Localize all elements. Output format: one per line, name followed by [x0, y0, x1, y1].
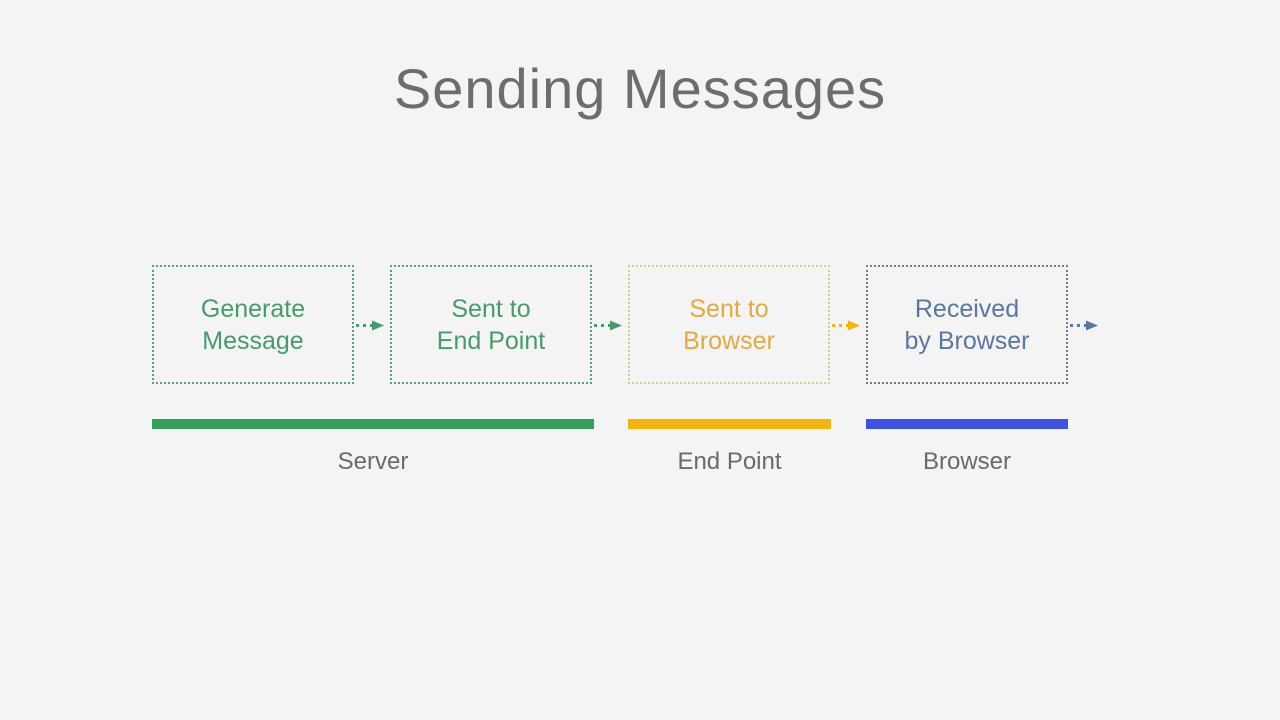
- server-lane-bar: [152, 419, 594, 429]
- flow-arrow-icon: [1070, 320, 1098, 331]
- step-generate-message: Generate Message: [152, 265, 354, 384]
- flow-arrow-icon: [832, 320, 860, 331]
- step-received-by-browser: Received by Browser: [866, 265, 1068, 384]
- end-point-lane-label: End Point: [677, 448, 782, 475]
- step-sent-to-browser: Sent to Browser: [628, 265, 830, 384]
- browser-lane-label: Browser: [922, 448, 1012, 475]
- step-sent-to-end-point: Sent to End Point: [390, 265, 592, 384]
- browser-lane-bar: [866, 419, 1068, 429]
- slide-title: Sending Messages: [393, 57, 887, 120]
- server-lane-label: Server: [337, 448, 409, 475]
- flow-arrow-icon: [356, 320, 384, 331]
- end-point-lane-bar: [628, 419, 831, 429]
- flow-arrow-icon: [594, 320, 622, 331]
